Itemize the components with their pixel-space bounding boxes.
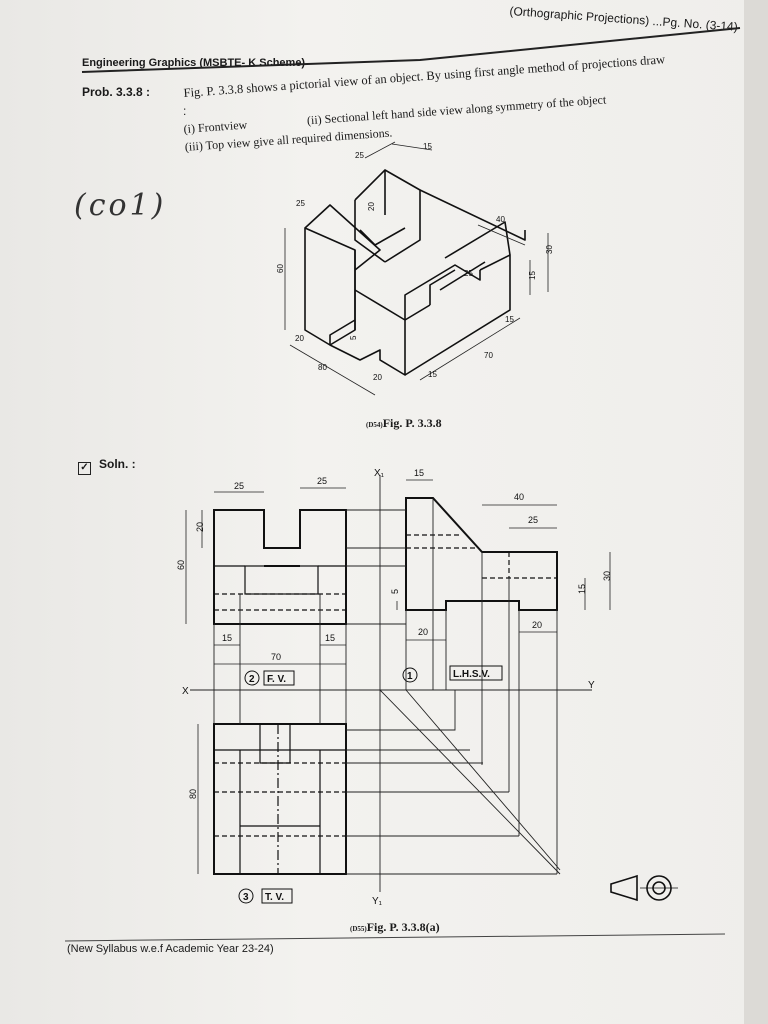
figure2-caption: (D55)Fig. P. 3.3.8(a) xyxy=(350,920,440,935)
fv-dim-20: 20 xyxy=(195,522,205,532)
front-view xyxy=(213,509,347,625)
dim-40: 40 xyxy=(496,215,505,224)
dim-5: 5 xyxy=(349,335,358,340)
tv-number: 3 xyxy=(243,892,249,903)
fv-dim-25-right: 25 xyxy=(317,476,327,486)
dim-15-front: 15 xyxy=(428,370,437,379)
x-label: X xyxy=(182,686,189,697)
dim-70: 70 xyxy=(484,351,493,360)
header-rule xyxy=(81,27,741,73)
dim-15-right: 15 xyxy=(528,271,537,280)
pictorial-figure: 15 25 25 20 40 60 25 30 15 15 5 20 80 20… xyxy=(276,141,554,396)
sv-dim-5: 5 xyxy=(390,589,400,594)
fv-label: F. V. xyxy=(267,674,286,685)
sv-dim-20-left: 20 xyxy=(418,627,428,637)
dim-80: 80 xyxy=(318,363,327,372)
problem-colon: : xyxy=(183,104,187,118)
x1-label: X₁ xyxy=(374,468,385,479)
dim-20-left: 20 xyxy=(295,334,304,343)
footer-note: (New Syllabus w.e.f Academic Year 23-24) xyxy=(67,943,274,955)
figure1-caption: (D54)Fig. P. 3.3.8 xyxy=(366,416,442,431)
dim-25-left: 25 xyxy=(296,199,305,208)
fv-number: 2 xyxy=(249,674,255,685)
dim-60: 60 xyxy=(276,264,285,273)
handwritten-note: (co1) xyxy=(74,188,167,223)
y-label: Y xyxy=(588,680,595,691)
problem-number: Prob. 3.3.8 : xyxy=(82,85,151,99)
solution-label: Soln. : xyxy=(99,457,136,471)
fv-dim-15-left: 15 xyxy=(222,633,232,643)
sv-dim-20-right: 20 xyxy=(532,620,542,630)
y1-label: Y₁ xyxy=(372,896,383,907)
sv-dim-30: 30 xyxy=(602,571,612,581)
dim-15-base: 15 xyxy=(505,315,514,324)
lhsv-number: 1 xyxy=(407,671,413,682)
dim-20: 20 xyxy=(367,202,376,211)
checkbox-icon: ✓ xyxy=(78,462,91,475)
lhsv-label: L.H.S.V. xyxy=(453,669,490,680)
fv-dim-60: 60 xyxy=(176,560,186,570)
dim-20-front: 20 xyxy=(373,373,382,382)
figure2-caption-text: Fig. P. 3.3.8(a) xyxy=(366,920,440,934)
tv-label: T. V. xyxy=(265,892,284,903)
sv-dim-25: 25 xyxy=(528,515,538,525)
figure1-caption-text: Fig. P. 3.3.8 xyxy=(382,416,442,430)
dim-25-top: 25 xyxy=(355,151,364,160)
first-angle-symbol-icon xyxy=(610,874,678,902)
fv-dim-25-left: 25 xyxy=(234,481,244,491)
fv-dim-70: 70 xyxy=(271,652,281,662)
dim-15-top: 15 xyxy=(423,142,432,151)
sv-dim-15: 15 xyxy=(414,468,424,478)
sv-dim-40: 40 xyxy=(514,492,524,502)
dim-25-slot: 25 xyxy=(464,269,473,278)
solution-heading: ✓ Soln. : xyxy=(78,457,136,475)
fv-dim-15-right: 15 xyxy=(325,633,335,643)
page-edge xyxy=(744,0,768,1024)
figure2-code: (D55) xyxy=(350,925,367,933)
dim-30: 30 xyxy=(545,245,554,254)
top-view xyxy=(213,723,347,875)
sv-dim-15-right: 15 xyxy=(577,584,587,594)
orthographic-drawing: 25 25 20 60 15 15 70 15 40 25 5 20 20 15… xyxy=(176,468,678,907)
figure1-code: (D54) xyxy=(366,421,383,429)
tv-dim-80: 80 xyxy=(188,789,198,799)
